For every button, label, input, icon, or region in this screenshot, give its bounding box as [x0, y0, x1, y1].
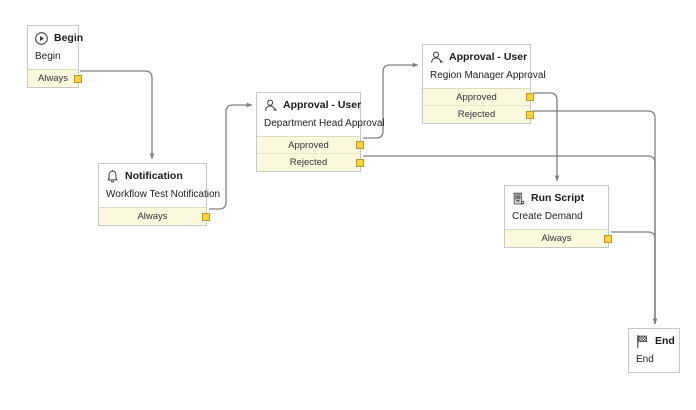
node-runscript-title: Run Script	[531, 192, 585, 204]
node-approval-region-header: Approval - User	[423, 45, 530, 66]
node-approval-dept-header: Approval - User	[257, 93, 362, 114]
node-begin-title: Begin	[54, 32, 84, 44]
script-icon	[513, 192, 525, 204]
node-approval-region-footers: Approved Rejected	[423, 88, 534, 123]
node-runscript-footers: Always	[505, 229, 612, 247]
node-end-header: End	[629, 329, 679, 350]
output-port[interactable]	[356, 158, 364, 167]
node-approval-dept-footer-rejected[interactable]: Rejected	[257, 154, 364, 171]
node-approval-dept-title: Approval - User	[283, 99, 362, 111]
footer-label: Rejected	[289, 157, 328, 168]
node-begin-header: Begin	[28, 26, 83, 47]
node-notification-body: Workflow Test Notification	[106, 189, 221, 200]
node-runscript-footer-always[interactable]: Always	[505, 230, 612, 247]
node-approval-region-footer-rejected[interactable]: Rejected	[423, 106, 534, 123]
checkered-flag-icon	[637, 334, 647, 348]
node-approval-region-title: Approval - User	[449, 51, 528, 63]
footer-label: Always	[37, 73, 69, 84]
play-circle-icon	[35, 31, 48, 45]
footer-label: Always	[541, 233, 572, 244]
output-port[interactable]	[202, 212, 210, 221]
node-approval-dept[interactable]: Approval - User Department Head Approval…	[256, 92, 385, 172]
output-port[interactable]	[74, 74, 82, 83]
node-approval-dept-footer-approved[interactable]: Approved	[257, 137, 364, 154]
node-approval-region[interactable]: Approval - User Region Manager Approval …	[422, 44, 546, 124]
edge-approval-region-approved-to-runscript	[533, 92, 560, 182]
edge-runscript-to-end	[611, 231, 656, 324]
node-notification-title: Notification	[125, 170, 183, 182]
edge-begin-to-notification	[80, 70, 155, 160]
node-approval-region-footer-approved[interactable]: Approved	[423, 89, 534, 106]
node-begin-footers: Always	[28, 69, 82, 87]
user-icon	[431, 51, 443, 63]
output-port[interactable]	[526, 93, 534, 101]
footer-label: Always	[137, 211, 168, 222]
node-runscript-header: Run Script	[505, 186, 608, 207]
node-notification-header: Notification	[99, 164, 206, 185]
bell-icon	[107, 169, 118, 183]
output-port[interactable]	[604, 234, 612, 243]
node-begin-body: Begin	[35, 51, 61, 62]
node-approval-region-body: Region Manager Approval	[430, 70, 546, 81]
output-port[interactable]	[356, 141, 364, 149]
output-port[interactable]	[526, 110, 534, 119]
node-end-title: End	[655, 335, 675, 347]
node-begin[interactable]: Begin Begin Always	[27, 25, 83, 88]
footer-label: Approved	[288, 139, 329, 151]
node-end[interactable]: End End	[628, 328, 680, 373]
user-icon	[265, 99, 277, 111]
node-begin-footer-always[interactable]: Always	[28, 70, 82, 87]
node-approval-dept-body: Department Head Approval	[264, 118, 385, 129]
node-runscript[interactable]: Run Script Create Demand Always	[504, 185, 612, 248]
node-notification-footer-always[interactable]: Always	[99, 208, 210, 225]
node-runscript-body: Create Demand	[512, 211, 583, 222]
node-end-body: End	[636, 354, 654, 365]
node-approval-dept-footers: Approved Rejected	[257, 136, 364, 171]
node-notification[interactable]: Notification Workflow Test Notification …	[98, 163, 221, 226]
node-notification-footers: Always	[99, 207, 210, 225]
footer-label: Rejected	[457, 109, 496, 120]
footer-label: Approved	[456, 91, 497, 103]
